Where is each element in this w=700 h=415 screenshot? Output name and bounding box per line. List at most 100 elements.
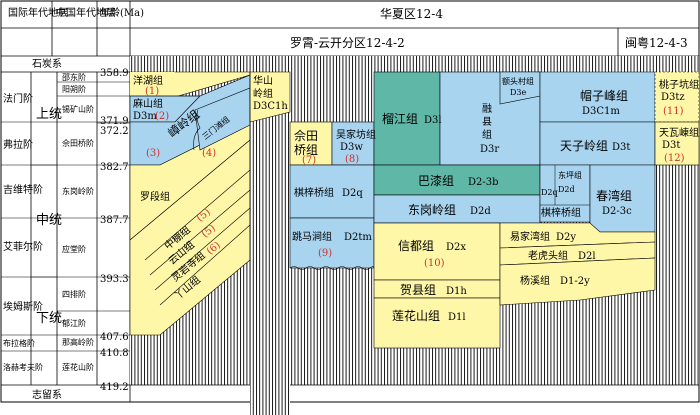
- stage-cn-5: 应堂阶: [62, 244, 86, 254]
- stage-intl-1: 弗拉阶: [3, 138, 33, 151]
- unit-tianzi-code: D3t: [612, 142, 630, 153]
- unit-tianwazhe-num: (12): [664, 153, 685, 164]
- unit-xindu-code: D2x: [446, 242, 466, 253]
- unit-taozikeng-code: D3tz: [661, 92, 685, 103]
- unit-yanghu: 洋湖组: [133, 74, 163, 87]
- age-4: 387.7: [100, 215, 129, 226]
- stage-cn-8: 那高岭阶: [62, 337, 94, 347]
- unit-rong-1: 融: [482, 103, 492, 115]
- unit-taozikeng-num: (11): [663, 106, 684, 117]
- unit-tianwazhe-code: D3t: [662, 140, 680, 151]
- stage-cn-1: 阳朔阶: [62, 84, 86, 94]
- unit-taozikeng: 桃子坑组: [659, 78, 699, 91]
- unit-tiaoma: 跳马涧组: [292, 230, 332, 243]
- stage-intl-0: 法门阶: [3, 92, 33, 105]
- series-middle: 中统: [36, 213, 62, 228]
- unit-huashan-2: 岭组: [253, 87, 273, 100]
- unit-chunwan: 春湾组: [596, 188, 632, 203]
- unit-sanmen-num: (4): [202, 148, 216, 159]
- unit-shetian-2: 桥组: [294, 143, 318, 157]
- series-lower: 下统: [36, 311, 62, 326]
- region-title: 华夏区12-4: [380, 7, 443, 21]
- unit-dq-code: D2q: [541, 188, 558, 197]
- unit-wujia-num: (8): [345, 154, 359, 165]
- unit-mashan-num: (2): [155, 111, 169, 122]
- unit-laohutou-code: D2l: [578, 251, 596, 262]
- unit-yangxi: 杨溪组: [520, 274, 550, 287]
- stage-cn-7: 郁江阶: [62, 318, 86, 328]
- unit-bajqi-code: D2-3b: [468, 177, 499, 188]
- unit-tiaoma-code: D2tm: [344, 232, 372, 243]
- unit-etoucun: 额头村组: [502, 76, 534, 86]
- unit-tiaoma-num: (9): [318, 248, 332, 259]
- unit-yijiawan-code: D2y: [556, 232, 576, 243]
- unit-shetian-num: (7): [302, 155, 316, 166]
- unit-bajqi: 巴漆组: [418, 174, 454, 188]
- stage-cn-9: 莲花山阶: [62, 362, 94, 372]
- age-6: 407.6: [100, 332, 129, 343]
- subregion-left: 罗霄-云开分区12-4-2: [290, 36, 405, 50]
- unit-mashan: 麻山组: [133, 97, 163, 110]
- series-upper: 上统: [36, 107, 62, 122]
- system-top: 石炭系: [32, 58, 62, 70]
- unit-maozi: 帽子峰组: [580, 88, 628, 103]
- unit-hexian-code: D1h: [446, 286, 467, 297]
- unit-liujiang-code: D3l: [424, 115, 442, 126]
- unit-yijiawan: 易家湾组: [510, 230, 550, 243]
- age-0: 358.9: [100, 68, 129, 79]
- stage-intl-4: 埃姆斯阶: [3, 300, 43, 313]
- unit-donggang: 东岗岭组: [408, 203, 456, 217]
- stage-cn-4: 东岗岭阶: [62, 186, 94, 196]
- stage-cn-2: 锡矿山阶: [62, 104, 94, 114]
- age-7: 410.8: [100, 348, 129, 359]
- unit-tianzi: 天子岭组: [560, 139, 608, 153]
- unit-rong-3: 组: [482, 128, 492, 141]
- unit-shetian-1: 佘田: [294, 128, 318, 143]
- stage-intl-2: 吉维特阶: [3, 183, 43, 196]
- subregion-right: 闽粤12-4-3: [625, 35, 688, 50]
- unit-hexian: 贺县组: [400, 283, 436, 297]
- unit-luoduan: 罗段组: [140, 190, 170, 203]
- col-china-label: 中国年代地层: [56, 6, 116, 19]
- stage-intl-3: 艾菲尔阶: [3, 240, 43, 253]
- unit-chunwan-code: D2-3c: [602, 206, 632, 217]
- stage-intl-6: 洛赫考夫阶: [3, 362, 43, 372]
- unit-rong-code: D3r: [480, 144, 499, 155]
- unit-etoucun-code: D3e: [510, 88, 527, 97]
- unit-huashan-1: 华山: [253, 74, 273, 87]
- age-8: 419.2: [100, 382, 129, 393]
- unit-huashan-code: D3C1h: [253, 101, 288, 112]
- age-1: 371.9: [100, 116, 129, 127]
- unit-rong-2: 县: [482, 116, 492, 128]
- stage-cn-6: 四排阶: [62, 289, 86, 299]
- unit-xindu: 信都组: [398, 239, 434, 253]
- unit-xindu-num: (10): [424, 258, 445, 269]
- age-2: 372.2: [100, 126, 129, 137]
- col-international-label: 国际年代地层: [8, 6, 68, 19]
- stage-intl-5: 布拉格阶: [3, 338, 35, 348]
- stage-cn-0: 邵东阶: [62, 72, 86, 82]
- stage-cn-3: 佘田桥阶: [62, 138, 94, 148]
- age-5: 393.3: [100, 274, 129, 285]
- unit-maozi-code: D3C1m: [582, 106, 620, 117]
- unit-wujia-code: D3w: [340, 142, 363, 153]
- unit-qizi-code: D2q: [342, 188, 363, 199]
- unit-mashan-code: D3m: [133, 111, 157, 122]
- unit-yanghu-num: (1): [145, 86, 159, 97]
- system-bottom: 志留系: [32, 388, 62, 401]
- unit-wujia: 吴家坊组: [336, 128, 376, 141]
- unit-dongping: 东坪组: [558, 170, 582, 180]
- unit-donggang-code: D2d: [470, 206, 491, 217]
- unit-laohutou: 老虎头组: [528, 249, 568, 262]
- unit-liujiang: 榴江组: [382, 112, 418, 126]
- unit-qizi: 棋梓桥组: [294, 186, 334, 199]
- age-3: 382.7: [100, 162, 129, 173]
- unit-lianhua: 莲花山组: [392, 308, 440, 323]
- unit-zhangling-num: (3): [146, 148, 160, 159]
- unit-tianwazhe: 天瓦崠组: [659, 126, 699, 139]
- unit-yangxi-code: D1-2y: [560, 276, 590, 287]
- col-age-label: 年龄(Ma): [100, 6, 144, 19]
- unit-lianhua-code: D1l: [448, 312, 466, 323]
- unit-dongping-code: D2d: [558, 185, 575, 194]
